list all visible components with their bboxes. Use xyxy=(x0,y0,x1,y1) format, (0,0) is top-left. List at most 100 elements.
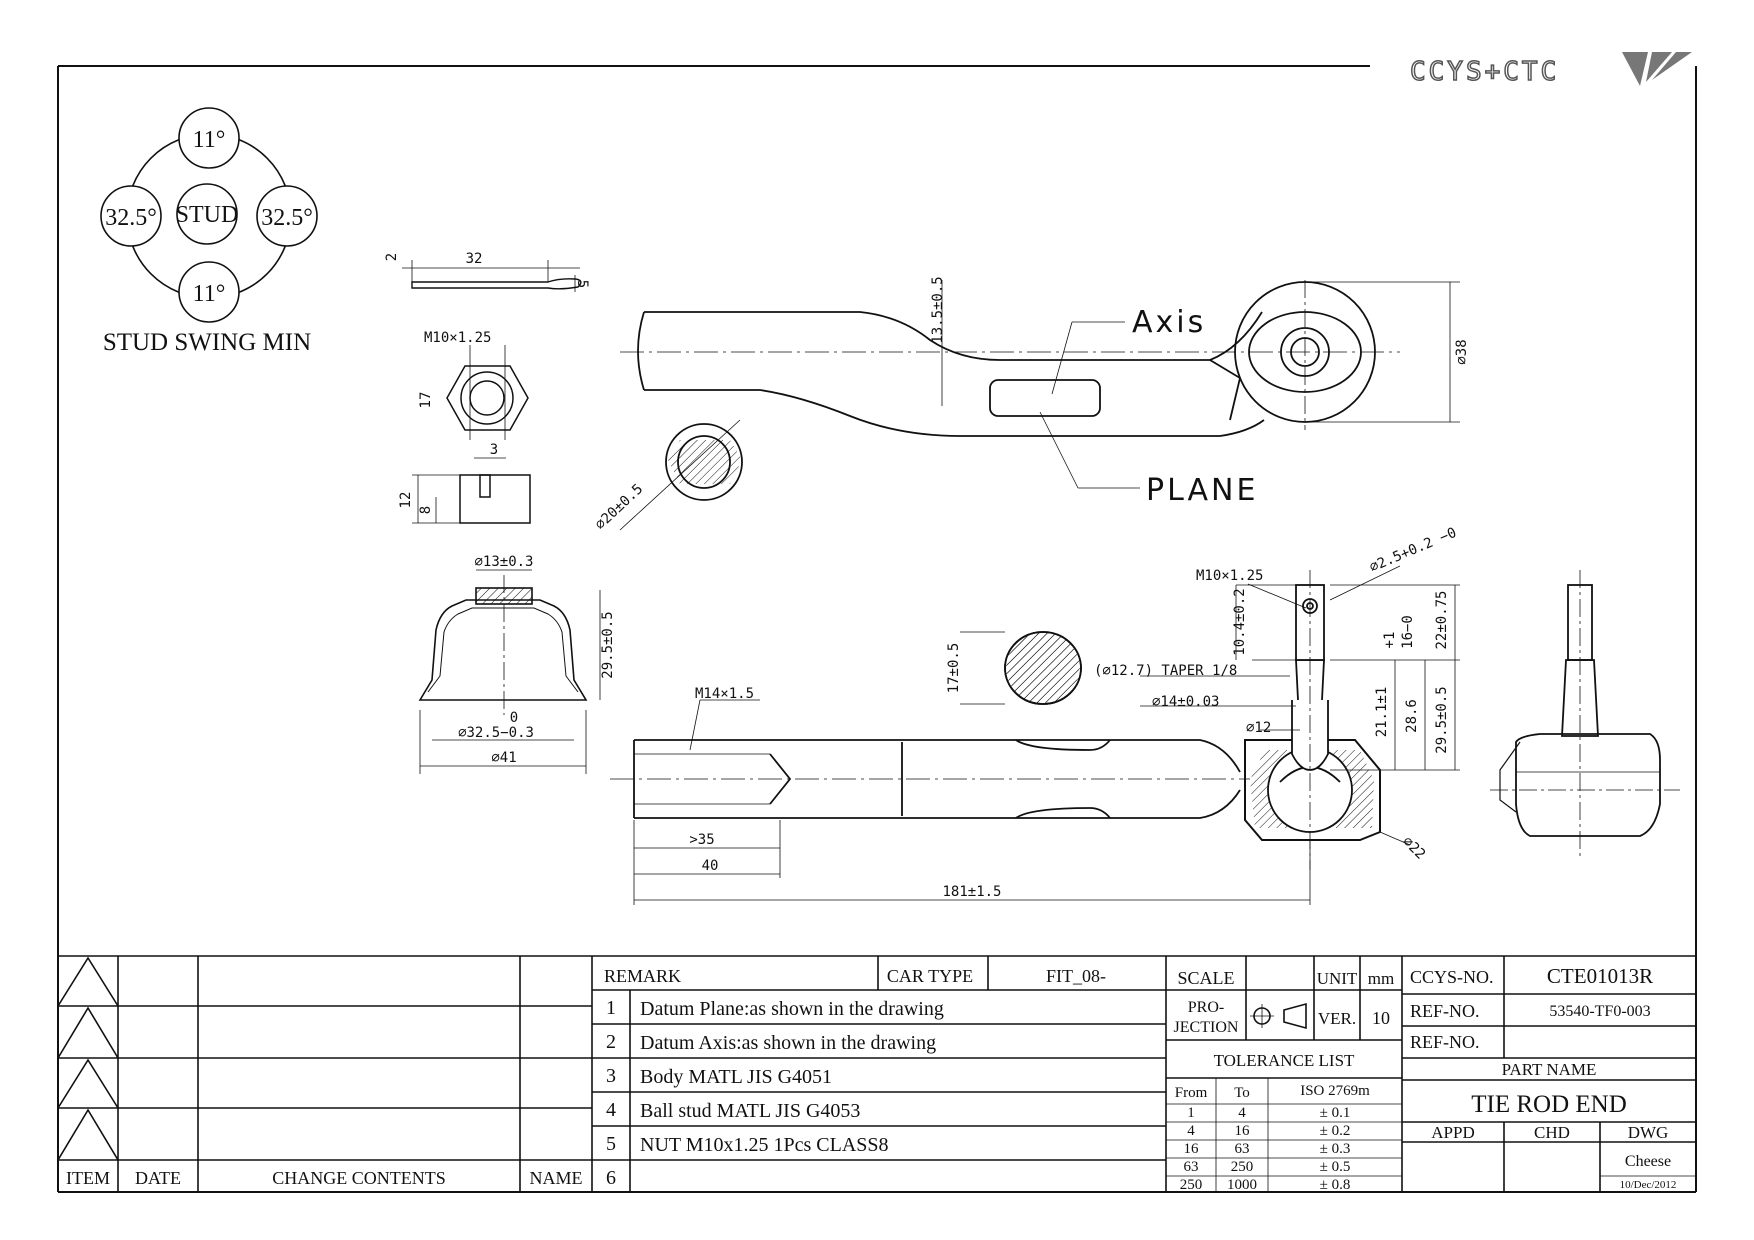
dim-stud-len3: 22±0.75 xyxy=(1434,590,1450,649)
swing-title: STUD SWING MIN xyxy=(103,329,311,356)
remark-no: 2 xyxy=(606,1031,616,1053)
part-name-value: TIE ROD END xyxy=(1471,1091,1627,1118)
dim-nut-h2: 8 xyxy=(418,506,434,514)
projection-label-2: JECTION xyxy=(1174,1019,1239,1036)
dim-stud-thread: M10×1.25 xyxy=(1196,568,1263,584)
tol-to: 16 xyxy=(1235,1123,1251,1139)
dim-nut-h: 12 xyxy=(398,492,414,509)
unit-label: UNIT xyxy=(1317,969,1358,988)
dim-nut-slot: 3 xyxy=(490,442,498,458)
tol-value: ± 0.5 xyxy=(1320,1159,1351,1175)
dim-boot-bottom-tol: 0 xyxy=(510,710,518,726)
tol-to: 4 xyxy=(1238,1105,1246,1121)
dust-boot xyxy=(418,569,601,774)
company-logo: CCYS+CTC xyxy=(1409,52,1692,88)
projection-label-1: PRO- xyxy=(1188,999,1224,1016)
dim-stud-hole: ⌀2.5+0.2 −0 xyxy=(1367,525,1459,576)
ball-joint-side xyxy=(1490,570,1680,860)
car-type-value: FIT_08- xyxy=(1046,966,1106,986)
remark-no: 6 xyxy=(606,1167,616,1189)
remark-label: REMARK xyxy=(604,966,681,986)
tol-from: 1 xyxy=(1187,1105,1195,1121)
dim-boot-bottom: ⌀32.5−0.3 xyxy=(458,725,534,741)
remark-text: Ball stud MATL JIS G4053 xyxy=(640,1100,860,1122)
scale-label: SCALE xyxy=(1177,968,1234,988)
dim-len181: 181±1.5 xyxy=(942,884,1001,900)
dim-thread-main: M14×1.5 xyxy=(695,686,754,702)
car-type-label: CAR TYPE xyxy=(887,966,973,986)
dim-taper: (⌀12.7) TAPER 1/8 xyxy=(1094,663,1237,679)
dim-pin-thk: 2 xyxy=(384,253,400,261)
dim-nut-thread: M10×1.25 xyxy=(424,330,491,346)
remark-text: Datum Plane:as shown in the drawing xyxy=(640,998,944,1020)
cotter-pin xyxy=(402,260,582,292)
swing-left-value: 32.5° xyxy=(105,205,157,231)
appd-label: APPD xyxy=(1431,1123,1474,1142)
dim-nut-af: 17 xyxy=(418,392,434,409)
dim-shaft-sec: 17±0.5 xyxy=(946,643,962,694)
remark-no: 5 xyxy=(606,1133,616,1155)
logo-text: CCYS+CTC xyxy=(1410,57,1559,87)
tol-from: 63 xyxy=(1184,1159,1199,1175)
tol-header-to: To xyxy=(1234,1085,1250,1101)
ver-label: VER. xyxy=(1318,1009,1356,1028)
dim-ball: ⌀22 xyxy=(1399,834,1428,863)
dim-section-dia: ⌀20±0.5 xyxy=(592,481,646,533)
tol-value: ± 0.3 xyxy=(1320,1141,1351,1157)
rev-header-item: ITEM xyxy=(66,1168,110,1188)
dim-stud-len2: 16−0 xyxy=(1400,615,1416,649)
ref-no-value: 53540-TF0-003 xyxy=(1549,1003,1650,1020)
remark-text: NUT M10x1.25 1Pcs CLASS8 xyxy=(640,1134,889,1156)
tolerance-title: TOLERANCE LIST xyxy=(1214,1051,1355,1070)
ref-no2-label: REF-NO. xyxy=(1410,1032,1480,1052)
dim-h28: 28.6 xyxy=(1404,699,1420,733)
tol-to: 1000 xyxy=(1227,1177,1257,1193)
unit-value: mm xyxy=(1368,969,1394,988)
chd-label: CHD xyxy=(1534,1123,1570,1142)
dim-boot-h: 29.5±0.5 xyxy=(600,611,616,678)
swing-center-label: STUD xyxy=(176,202,239,228)
dwg-label: DWG xyxy=(1628,1123,1669,1142)
castle-nut xyxy=(412,345,531,524)
dim-stud-len1: 10.4±0.2 xyxy=(1232,588,1248,655)
dim-len40: 40 xyxy=(702,858,719,874)
dim-pin-h: 5 xyxy=(574,280,590,288)
logo-mark-icon xyxy=(1622,52,1692,86)
sheet-border xyxy=(57,65,1697,1193)
tol-to: 250 xyxy=(1231,1159,1254,1175)
rev-header-name: NAME xyxy=(530,1168,583,1188)
remark-text: Body MATL JIS G4051 xyxy=(640,1066,832,1088)
tol-from: 250 xyxy=(1180,1177,1203,1193)
tie-rod-side xyxy=(610,565,1460,905)
dim-stud-d14: ⌀14±0.03 xyxy=(1152,694,1219,710)
dim-stud-d12: ⌀12 xyxy=(1246,720,1271,736)
remark-no: 1 xyxy=(606,997,616,1019)
swing-top-value: 11° xyxy=(193,127,226,153)
stud-swing-diagram xyxy=(100,107,318,323)
dim-stud-len2-tol: +1 xyxy=(1382,632,1398,649)
ver-value: 10 xyxy=(1372,1008,1390,1028)
rev-header-date: DATE xyxy=(135,1168,181,1188)
tol-value: ± 0.8 xyxy=(1320,1177,1351,1193)
remark-text: Datum Axis:as shown in the drawing xyxy=(640,1032,936,1054)
dim-boot-top: ⌀13±0.3 xyxy=(474,554,533,570)
tie-rod-body-top xyxy=(619,280,1460,531)
dim-h21: 21.1±1 xyxy=(1374,687,1390,738)
dim-len35: >35 xyxy=(689,832,714,848)
dim-h29: 29.5±0.5 xyxy=(1434,686,1450,753)
tol-value: ± 0.2 xyxy=(1320,1123,1351,1139)
ref-no-label: REF-NO. xyxy=(1410,1001,1480,1021)
tol-to: 63 xyxy=(1235,1141,1250,1157)
remark-no: 4 xyxy=(606,1099,616,1121)
title-block xyxy=(57,955,1696,1192)
tol-from: 16 xyxy=(1184,1141,1200,1157)
drawing-date: 10/Dec/2012 xyxy=(1620,1179,1677,1191)
swing-right-value: 32.5° xyxy=(261,205,313,231)
dim-pin-length: 32 xyxy=(466,251,483,267)
tol-value: ± 0.1 xyxy=(1320,1105,1351,1121)
part-name-label: PART NAME xyxy=(1502,1060,1597,1079)
ccys-no-label: CCYS-NO. xyxy=(1410,967,1494,987)
tol-header-from: From xyxy=(1175,1085,1208,1101)
rev-header-change: CHANGE CONTENTS xyxy=(272,1168,446,1188)
